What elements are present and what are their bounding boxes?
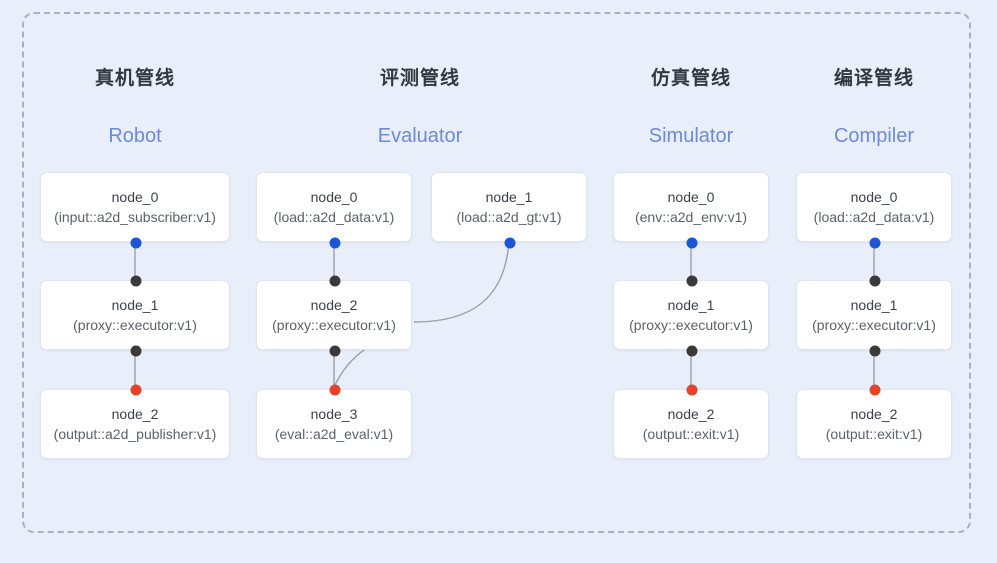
port-output-black[interactable]: [686, 345, 698, 357]
node-label-name: node_0: [667, 188, 715, 205]
port-input-black[interactable]: [130, 275, 142, 287]
node-label-type: (load::a2d_data:v1): [813, 208, 935, 225]
port-output-blue[interactable]: [130, 237, 142, 249]
node-compiler-1[interactable]: node_1 (proxy::executor:v1): [796, 275, 952, 357]
node-label-type: (load::a2d_gt:v1): [456, 208, 562, 225]
column-subtitle-robot: Robot: [108, 125, 162, 147]
column-title-compiler: 编译管线: [833, 68, 914, 89]
node-evaluator-3[interactable]: node_3 (eval::a2d_eval:v1): [256, 384, 412, 459]
port-input-black[interactable]: [686, 275, 698, 287]
node-label-name: node_2: [111, 405, 159, 422]
node-label-type: (input::a2d_subscriber:v1): [54, 208, 216, 225]
node-label-name: node_2: [310, 296, 358, 313]
node-label-name: node_1: [850, 296, 898, 313]
node-label-name: node_1: [111, 296, 159, 313]
port-output-black[interactable]: [130, 345, 142, 357]
node-evaluator-0[interactable]: node_0 (load::a2d_data:v1): [256, 172, 412, 249]
port-input-red[interactable]: [869, 384, 881, 396]
port-output-blue[interactable]: [686, 237, 698, 249]
node-label-name: node_2: [667, 405, 715, 422]
column-subtitle-simulator: Simulator: [648, 125, 734, 147]
port-output-black[interactable]: [869, 345, 881, 357]
node-label-name: node_2: [850, 405, 898, 422]
node-label-name: node_1: [667, 296, 715, 313]
node-label-name: node_3: [310, 405, 358, 422]
node-label-type: (proxy::executor:v1): [629, 316, 753, 333]
node-label-type: (output::exit:v1): [642, 425, 740, 442]
port-output-blue[interactable]: [329, 237, 341, 249]
node-label-type: (output::exit:v1): [825, 425, 923, 442]
column-title-robot: 真机管线: [94, 68, 175, 89]
node-label-type: (output::a2d_publisher:v1): [53, 425, 217, 442]
node-label-name: node_0: [850, 188, 898, 205]
node-label-name: node_0: [310, 188, 358, 205]
port-input-black[interactable]: [329, 275, 341, 287]
column-title-simulator: 仿真管线: [650, 68, 731, 89]
node-compiler-0[interactable]: node_0 (load::a2d_data:v1): [796, 172, 952, 249]
column-subtitle-evaluator: Evaluator: [377, 125, 463, 147]
node-label-name: node_0: [111, 188, 159, 205]
node-compiler-2[interactable]: node_2 (output::exit:v1): [796, 384, 952, 459]
node-label-type: (proxy::executor:v1): [73, 316, 197, 333]
node-simulator-0[interactable]: node_0 (env::a2d_env:v1): [613, 172, 769, 249]
column-subtitle-compiler: Compiler: [833, 125, 915, 147]
node-label-type: (proxy::executor:v1): [272, 316, 396, 333]
port-input-black[interactable]: [869, 275, 881, 287]
node-label-type: (env::a2d_env:v1): [634, 208, 748, 225]
node-robot-0[interactable]: node_0 (input::a2d_subscriber:v1): [40, 172, 230, 249]
port-input-red[interactable]: [329, 384, 341, 396]
port-input-red[interactable]: [130, 384, 142, 396]
port-output-blue[interactable]: [869, 237, 881, 249]
port-output-blue[interactable]: [504, 237, 516, 249]
node-label-type: (load::a2d_data:v1): [273, 208, 395, 225]
node-robot-2[interactable]: node_2 (output::a2d_publisher:v1): [40, 384, 230, 459]
port-input-red[interactable]: [686, 384, 698, 396]
node-evaluator-2[interactable]: node_2 (proxy::executor:v1): [256, 275, 412, 357]
node-simulator-1[interactable]: node_1 (proxy::executor:v1): [613, 275, 769, 357]
node-robot-1[interactable]: node_1 (proxy::executor:v1): [40, 275, 230, 357]
node-simulator-2[interactable]: node_2 (output::exit:v1): [613, 384, 769, 459]
column-title-evaluator: 评测管线: [379, 68, 460, 89]
node-label-type: (eval::a2d_eval:v1): [274, 425, 394, 442]
port-output-black[interactable]: [329, 345, 341, 357]
node-evaluator-1[interactable]: node_1 (load::a2d_gt:v1): [431, 172, 587, 249]
node-label-name: node_1: [485, 188, 533, 205]
edge-eval-gt-to-executor: [413, 240, 510, 323]
node-label-type: (proxy::executor:v1): [812, 316, 936, 333]
